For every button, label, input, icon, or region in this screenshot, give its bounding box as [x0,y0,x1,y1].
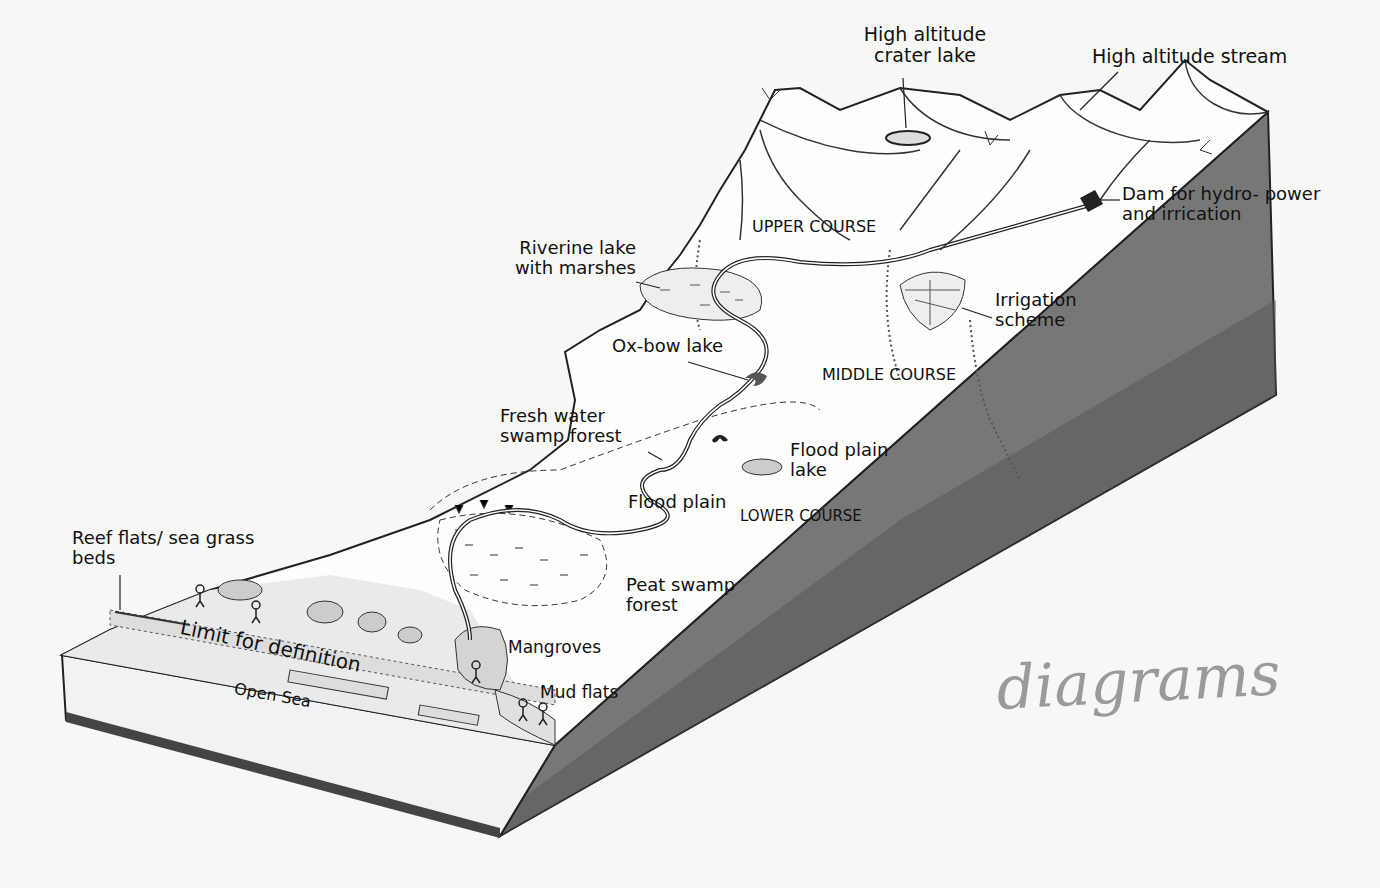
marsh-dashes [660,285,743,305]
main-river [450,205,1090,640]
callout-label: Fresh water swamp forest [500,406,660,446]
ox-bow-lake [745,372,767,386]
callout-label: Flood plain lake [790,440,920,480]
reef-patch [218,580,262,600]
callout-label: Reef flats/ sea grass beds [72,528,272,568]
callout-label: Ox-bow lake [612,336,723,356]
callout-label: Flood plain [628,492,726,512]
callout-label: Riverine lake with marshes [476,238,636,278]
valley-edges [695,240,1020,480]
reef-patch [358,612,386,632]
leader-lines [120,72,1120,610]
crater-lake [886,131,930,145]
callout-label: LOWER COURSE [740,508,862,525]
reef-patch [307,601,343,623]
callout-label: UPPER COURSE [752,218,876,236]
callout-label: MIDDLE COURSE [822,366,956,384]
ox-bow-lake-2 [712,435,728,443]
reef-bar [418,705,479,725]
reef-edge [115,612,190,625]
watermark-text: diagrams [995,640,1282,721]
river-channel [450,205,1090,640]
callout-label: High altitude crater lake [840,24,1010,66]
callout-label: Mangroves [508,638,601,657]
callout-label: Dam for hydro- power and irrication [1122,184,1352,224]
tributaries [740,130,1150,250]
dam [1080,190,1103,212]
callout-label: Irrigation scheme [995,290,1115,330]
reef-band [110,610,555,705]
irrigation-area [900,272,965,330]
mangrove-area [455,627,508,690]
callout-label: Peat swamp forest [626,575,766,615]
callout-label: High altitude stream [1092,46,1287,67]
reef-patch [398,627,422,643]
block-base [66,712,500,838]
land-surface [62,60,1268,745]
ridge-lines [760,60,1268,154]
irrigation-channels [905,280,960,325]
stream-heads [762,88,1212,154]
people-figures [196,585,547,725]
marsh-symbols [455,500,588,585]
flood-plain-lake [742,459,782,475]
sea-area [62,575,555,745]
riverine-lake [640,268,762,320]
callout-label: Mud flats [540,683,618,702]
swamp-boundary [430,402,820,510]
